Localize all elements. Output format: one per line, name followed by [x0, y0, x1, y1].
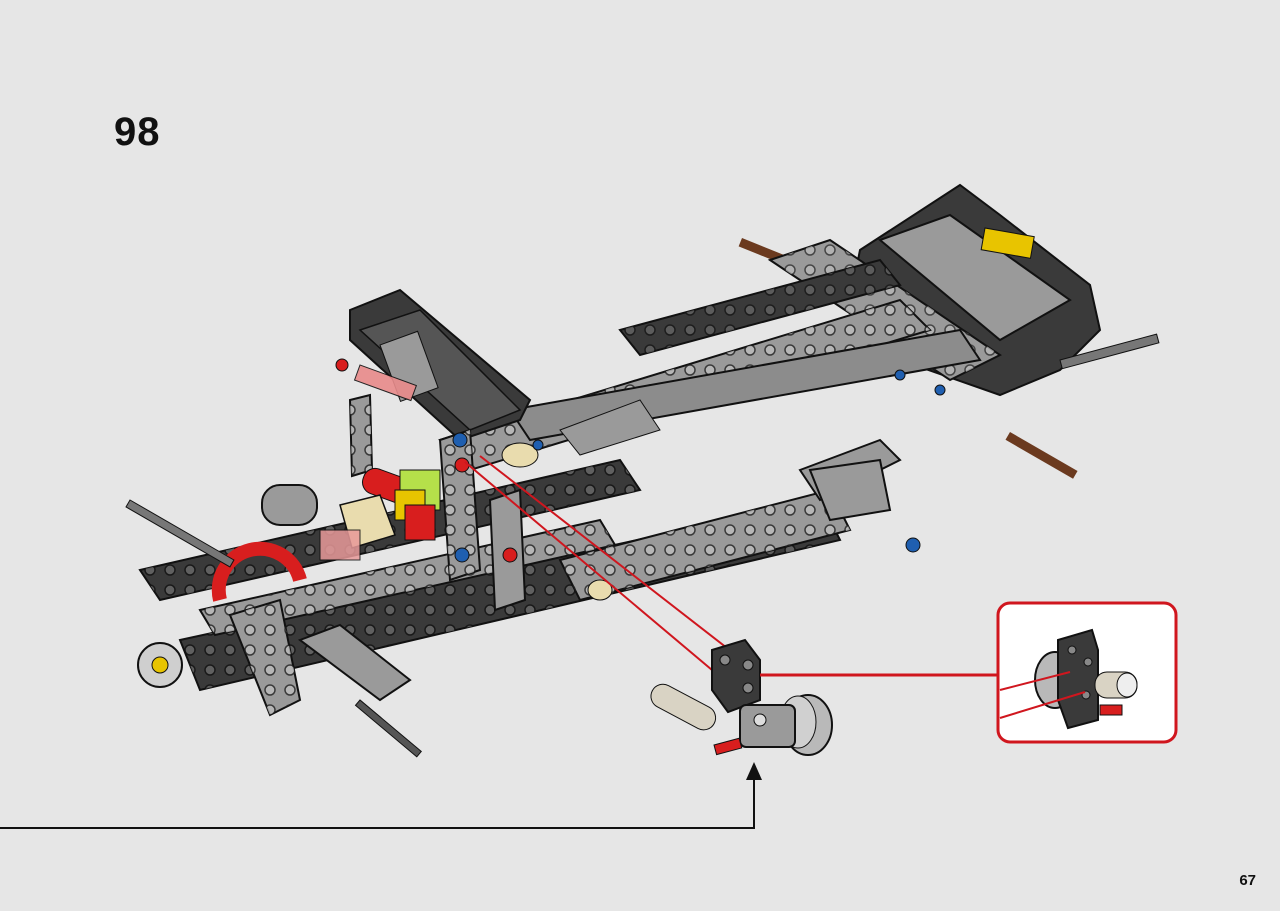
sub-assembly-arrow [0, 762, 762, 829]
callout-detail-illustration [996, 601, 1178, 744]
center-colored-parts [319, 399, 661, 601]
insertion-guide-lines [464, 455, 746, 671]
arrow-up-icon [746, 762, 762, 780]
page-number: 67 [1239, 872, 1256, 889]
pins [335, 358, 946, 563]
part-illustration [650, 638, 833, 756]
front-end [125, 484, 422, 758]
front-tower [348, 288, 532, 612]
step-number: 98 [114, 110, 161, 154]
